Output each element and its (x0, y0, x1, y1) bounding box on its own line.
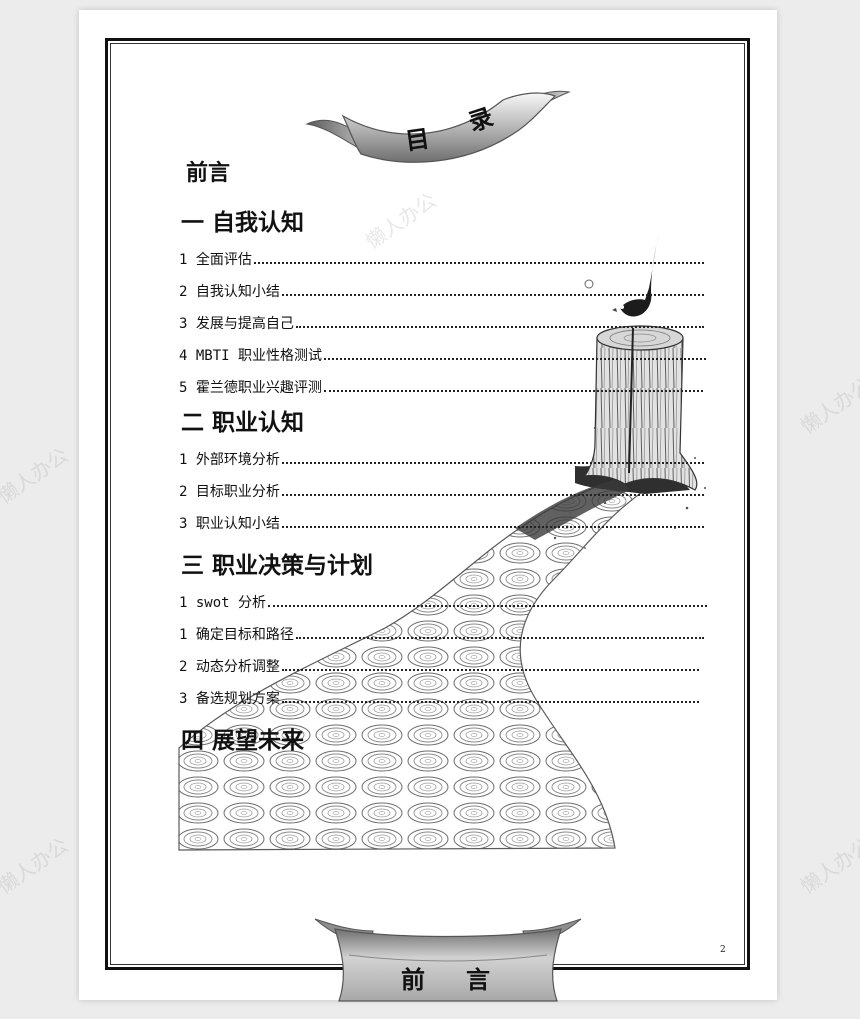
toc-entry-label: 1 全面评估 (179, 252, 252, 268)
toc-entry-label: 3 职业认知小结 (179, 516, 280, 532)
toc-entry: 3 职业认知小结 (179, 511, 704, 533)
toc-entry-label: 2 自我认知小结 (179, 284, 280, 300)
toc-section-heading: 四 展望未来 (181, 727, 305, 754)
toc-leader-dots (281, 462, 704, 464)
toc-leader-dots (295, 637, 704, 639)
toc-entry-label: 5 霍兰德职业兴趣评测 (179, 380, 322, 396)
next-page-ribbon-banner (314, 918, 582, 1002)
toc-entry: 1 确定目标和路径 (179, 622, 704, 644)
toc-leader-dots (295, 326, 704, 328)
toc-leader-dots (268, 605, 707, 607)
toc-entry: 2 动态分析调整 (179, 654, 699, 676)
toc-entry-label: 2 目标职业分析 (179, 484, 280, 500)
toc-entry: 3 备选规划方案 (179, 686, 699, 708)
toc-entry: 1 swot 分析 (179, 590, 707, 612)
toc-section-heading: 三 职业决策与计划 (181, 552, 374, 579)
toc-leader-dots (323, 390, 703, 392)
toc-leader-dots (281, 669, 699, 671)
toc-entry: 4 MBTI 职业性格测试 (179, 343, 706, 365)
toc-section-heading: 二 职业认知 (181, 409, 305, 436)
stump-river-illustration (178, 232, 706, 851)
toc-entry-label: 4 MBTI 职业性格测试 (179, 348, 323, 364)
toc-entry-label: 1 外部环境分析 (179, 452, 280, 468)
toc-leader-dots (281, 526, 704, 528)
toc-leader-dots (253, 262, 704, 264)
toc-entry-label: 1 确定目标和路径 (179, 627, 294, 643)
toc-entry: 1 全面评估 (179, 247, 704, 269)
toc-leader-dots (324, 358, 706, 360)
next-page-title-char-2: 言 (466, 965, 490, 994)
toc-entry: 2 自我认知小结 (179, 279, 704, 301)
toc-leader-dots (281, 294, 704, 296)
toc-entry: 5 霍兰德职业兴趣评测 (179, 375, 703, 397)
toc-section-heading: 一 自我认知 (181, 209, 305, 236)
toc-entry-label: 3 发展与提高自己 (179, 316, 294, 332)
toc-entry-label: 1 swot 分析 (179, 595, 267, 611)
toc-entry-label: 3 备选规划方案 (179, 691, 280, 707)
next-page-title-char-1: 前 (401, 965, 425, 994)
page-number: 2 (720, 945, 726, 955)
toc-leader-dots (281, 701, 699, 703)
toc-entry-label: 2 动态分析调整 (179, 659, 280, 675)
title-ribbon-banner (305, 90, 571, 163)
toc-entry: 1 外部环境分析 (179, 447, 704, 469)
toc-preface-heading: 前言 (186, 160, 231, 186)
toc-entry: 3 发展与提高自己 (179, 311, 704, 333)
toc-leader-dots (281, 494, 704, 496)
toc-entry: 2 目标职业分析 (179, 479, 704, 501)
